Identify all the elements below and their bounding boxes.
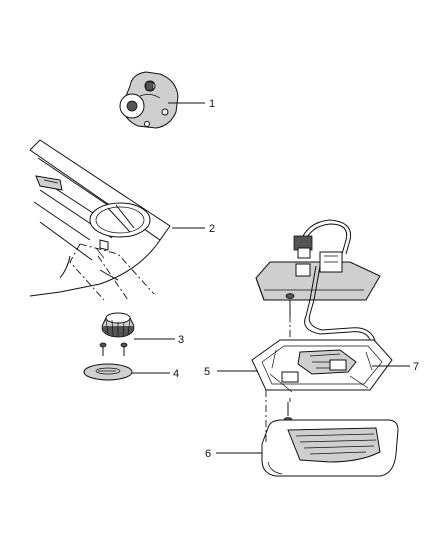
callout-leaders [132,102,410,454]
part-5-7-frame [251,339,393,423]
part-3-socket [99,312,135,356]
part-4-lens [83,363,133,381]
assembly-guide-lines-right [265,300,291,444]
screw-icon [99,342,107,356]
part-6-cover [261,419,399,477]
part-upper-housing [255,219,381,351]
part-2-headliner-panel [29,139,171,297]
callout-1: 1 [209,98,215,110]
callout-4: 4 [173,368,179,380]
screw-icon [283,402,293,423]
callout-2: 2 [209,223,215,235]
callout-3: 3 [178,334,184,346]
callout-5: 5 [204,366,210,378]
assembly-guide-lines-left [69,243,155,301]
screw-icon [120,342,128,356]
part-1-bracket [119,71,179,129]
callout-6: 6 [205,448,211,460]
callout-7: 7 [413,361,419,373]
